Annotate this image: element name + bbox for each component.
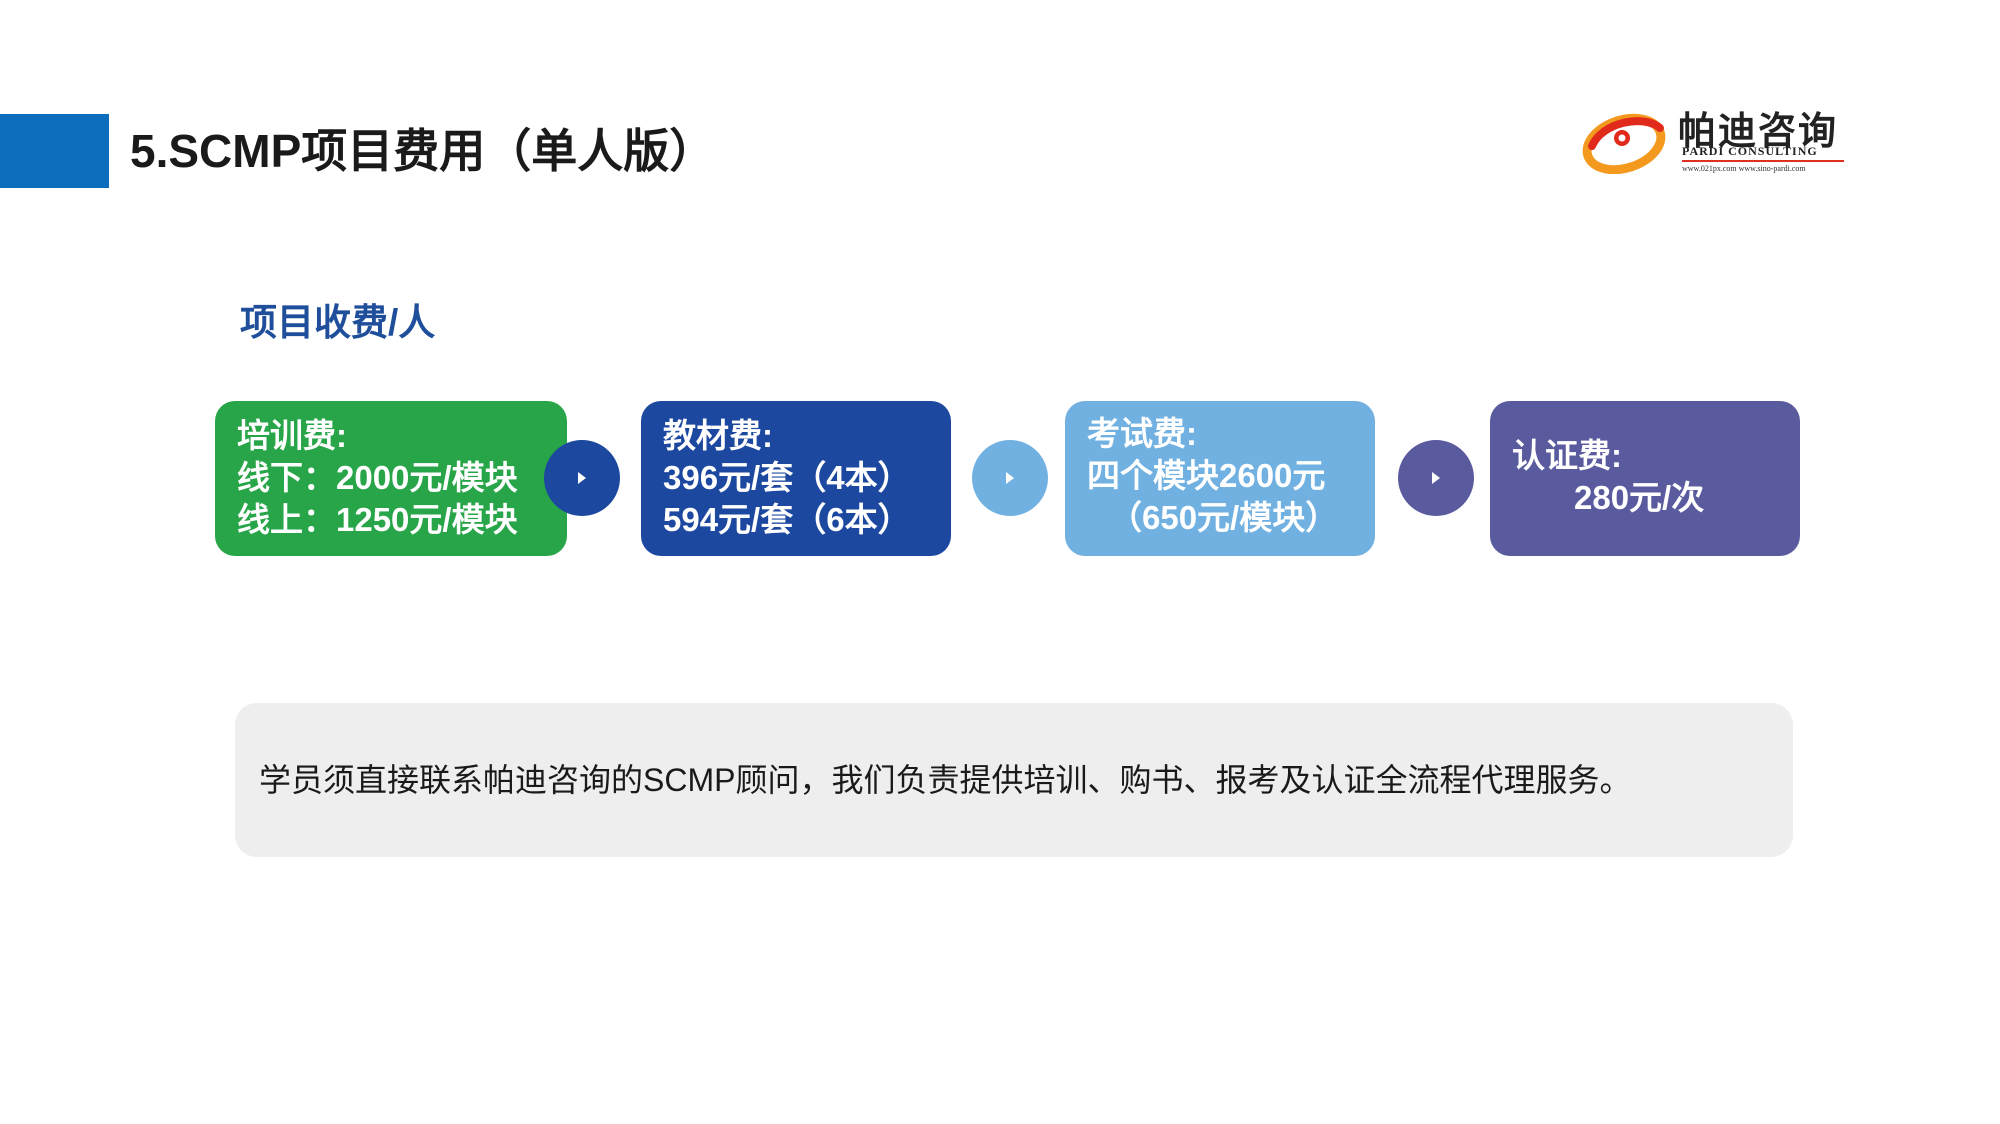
- flow-arrow-3: [1398, 440, 1474, 516]
- fee-4-books-price: 396元/套（4本）: [663, 459, 911, 496]
- logo-chinese-name: 帕迪咨询: [1678, 111, 1839, 153]
- training-fee-card: 培训费: 线下：2000元/模块 线上：1250元/模块: [215, 401, 567, 556]
- fee-6-books-price: 594元/套（6本）: [663, 501, 911, 538]
- title-accent-bar: [0, 114, 109, 188]
- fee-title: 认证费:: [1512, 437, 1622, 474]
- logo-english-name: PARDI CONSULTING: [1682, 144, 1818, 158]
- flow-arrow-2: [972, 440, 1048, 516]
- service-note-text: 学员须直接联系帕迪咨询的SCMP顾问，我们负责提供培训、购书、报考及认证全流程代…: [259, 762, 1632, 798]
- textbook-fee-card: 教材费: 396元/套（4本） 594元/套（6本）: [641, 401, 951, 556]
- play-triangle-icon: [1006, 472, 1014, 484]
- fee-title: 教材费:: [663, 417, 773, 454]
- slide-title: 5.SCMP项目费用（单人版）: [130, 125, 716, 177]
- certification-fee-card: 认证费: 280元/次: [1490, 401, 1800, 556]
- logo-mark-icon: [1582, 113, 1666, 174]
- section-heading: 项目收费/人: [240, 302, 436, 343]
- play-triangle-icon: [1432, 472, 1440, 484]
- fee-offline-price: 线下：2000元/模块: [237, 459, 518, 496]
- flow-arrow-1: [544, 440, 620, 516]
- logo-divider: [1682, 160, 1844, 162]
- fee-total-price: 四个模块2600元: [1087, 457, 1326, 494]
- service-note-box: 学员须直接联系帕迪咨询的SCMP顾问，我们负责提供培训、购书、报考及认证全流程代…: [235, 703, 1793, 857]
- company-logo: 帕迪咨询 PARDI CONSULTING www.021px.com www.…: [1582, 100, 1844, 180]
- fee-per-time-price: 280元/次: [1574, 479, 1705, 516]
- fee-per-module-price: （650元/模块）: [1109, 499, 1339, 536]
- fee-online-price: 线上：1250元/模块: [237, 501, 518, 538]
- logo-websites: www.021px.com www.sino-pardi.com: [1682, 164, 1806, 173]
- exam-fee-card: 考试费: 四个模块2600元 （650元/模块）: [1065, 401, 1375, 556]
- fee-title: 考试费:: [1087, 415, 1197, 452]
- fee-title: 培训费:: [237, 417, 347, 454]
- play-triangle-icon: [578, 472, 586, 484]
